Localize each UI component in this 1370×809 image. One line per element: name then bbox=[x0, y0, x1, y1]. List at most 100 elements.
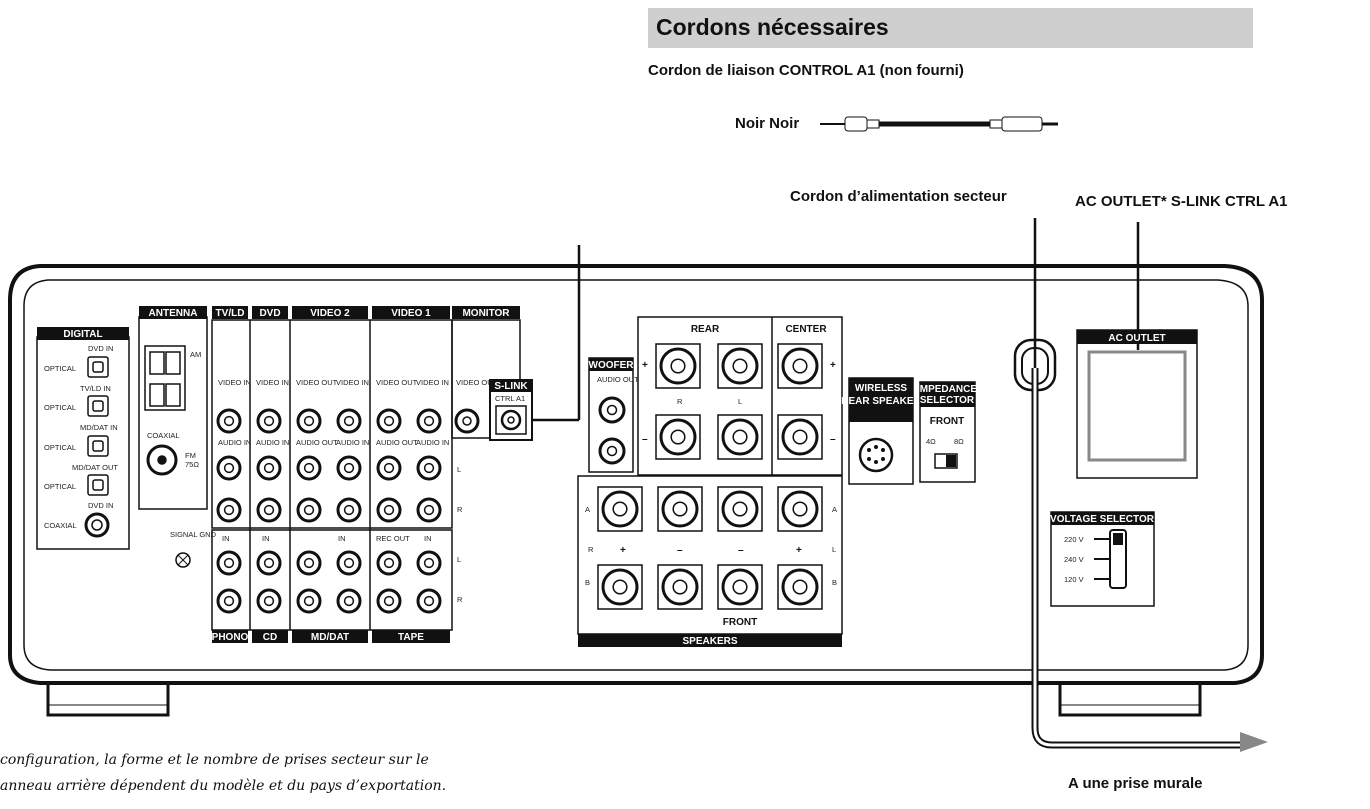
impedance-selector: IMPEDANCE SELECTOR FRONT 4Ω 8Ω bbox=[917, 381, 977, 483]
rca-jack bbox=[601, 490, 639, 528]
rca-jack bbox=[336, 455, 362, 481]
svg-text:VIDEO 2: VIDEO 2 bbox=[310, 308, 350, 319]
speaker-terminal bbox=[717, 343, 763, 389]
rca-jack bbox=[336, 550, 362, 576]
power-cord-label: Cordon d’alimentation secteur bbox=[790, 188, 1007, 205]
svg-text:WOOFER: WOOFER bbox=[589, 360, 635, 371]
svg-text:220 V: 220 V bbox=[1064, 535, 1084, 544]
s-link-label: S-LINK bbox=[494, 381, 528, 392]
svg-text:L: L bbox=[832, 545, 836, 554]
svg-text:COAXIAL: COAXIAL bbox=[147, 431, 180, 440]
rca-jack bbox=[336, 588, 362, 614]
rca-jack bbox=[781, 490, 819, 528]
svg-text:WIRELESS: WIRELESS bbox=[855, 383, 908, 394]
control-a1-cable bbox=[820, 116, 1058, 132]
rca-jack bbox=[256, 408, 282, 434]
svg-text:–: – bbox=[677, 545, 683, 556]
speaker-terminal bbox=[655, 343, 701, 389]
svg-text:8Ω: 8Ω bbox=[954, 437, 964, 446]
svg-text:AUDIO OUT: AUDIO OUT bbox=[376, 438, 418, 447]
svg-text:SIGNAL GND: SIGNAL GND bbox=[170, 530, 217, 539]
heading-text: Cordons nécessaires bbox=[656, 14, 889, 40]
rca-jack bbox=[336, 408, 362, 434]
svg-text:VIDEO IN: VIDEO IN bbox=[336, 378, 369, 387]
svg-text:AM: AM bbox=[190, 350, 201, 359]
speaker-terminal bbox=[597, 564, 643, 610]
svg-text:IMPEDANCE: IMPEDANCE bbox=[917, 384, 977, 395]
svg-text:REAR: REAR bbox=[691, 324, 720, 335]
svg-text:CD: CD bbox=[263, 632, 277, 643]
svg-text:COAXIAL: COAXIAL bbox=[44, 521, 77, 530]
speaker-terminal bbox=[655, 414, 701, 460]
svg-text:L: L bbox=[738, 397, 742, 406]
svg-text:FRONT: FRONT bbox=[930, 416, 964, 427]
svg-text:OPTICAL: OPTICAL bbox=[44, 443, 76, 452]
speaker-terminals: REAR CENTER R L + – + – FRONT SPEAKERS A… bbox=[577, 316, 843, 647]
rca-jack bbox=[661, 568, 699, 606]
svg-text:MD/DAT: MD/DAT bbox=[311, 632, 349, 643]
svg-text:MD/DAT IN: MD/DAT IN bbox=[80, 423, 118, 432]
svg-text:B: B bbox=[585, 578, 590, 587]
svg-text:120 V: 120 V bbox=[1064, 575, 1084, 584]
svg-text:VIDEO OUT: VIDEO OUT bbox=[376, 378, 418, 387]
rca-jack bbox=[376, 588, 402, 614]
speaker-terminal bbox=[777, 414, 823, 460]
svg-text:R: R bbox=[457, 505, 463, 514]
svg-text:–: – bbox=[642, 434, 648, 445]
svg-text:CTRL A1: CTRL A1 bbox=[495, 394, 525, 403]
wall-outlet-label: A une prise murale bbox=[1068, 775, 1203, 792]
svg-text:R: R bbox=[457, 595, 463, 604]
digital-header: DIGITAL bbox=[63, 329, 102, 340]
svg-text:VIDEO IN: VIDEO IN bbox=[218, 378, 251, 387]
svg-text:VIDEO 1: VIDEO 1 bbox=[391, 308, 431, 319]
rca-jack bbox=[296, 455, 322, 481]
antenna-header: ANTENNA bbox=[149, 308, 198, 319]
rca-jack bbox=[416, 550, 442, 576]
top-right-label: AC OUTLET* S-LINK CTRL A1 bbox=[1075, 193, 1288, 210]
svg-text:4Ω: 4Ω bbox=[926, 437, 936, 446]
svg-text:A: A bbox=[832, 505, 837, 514]
footnote-line-1: configuration, la forme et le nombre de … bbox=[0, 752, 429, 768]
rca-jack bbox=[659, 347, 697, 385]
svg-text:–: – bbox=[738, 545, 744, 556]
rca-jack bbox=[296, 497, 322, 523]
svg-text:VOLTAGE SELECTOR: VOLTAGE SELECTOR bbox=[1050, 514, 1155, 525]
rca-jack bbox=[416, 408, 442, 434]
svg-text:AUDIO IN: AUDIO IN bbox=[256, 438, 289, 447]
svg-text:SELECTOR: SELECTOR bbox=[920, 395, 975, 406]
cable-title: Cordon de liaison CONTROL A1 (non fourni… bbox=[648, 62, 964, 79]
rca-jack bbox=[336, 497, 362, 523]
svg-text:TV/LD IN: TV/LD IN bbox=[80, 384, 111, 393]
rca-jack bbox=[296, 588, 322, 614]
s-link-jack: S-LINK CTRL A1 bbox=[489, 379, 533, 441]
svg-text:+: + bbox=[620, 545, 626, 556]
antenna-section: ANTENNA AM COAXIAL FM 75Ω SIGNAL GND bbox=[138, 306, 217, 568]
rca-jack bbox=[781, 568, 819, 606]
svg-text:AUDIO IN: AUDIO IN bbox=[416, 438, 449, 447]
section-heading: Cordons nécessaires bbox=[648, 8, 1253, 48]
svg-text:240 V: 240 V bbox=[1064, 555, 1084, 564]
svg-text:CENTER: CENTER bbox=[785, 324, 827, 335]
rca-jack bbox=[216, 588, 242, 614]
svg-text:VIDEO IN: VIDEO IN bbox=[416, 378, 449, 387]
rca-jack bbox=[256, 550, 282, 576]
svg-text:OPTICAL: OPTICAL bbox=[44, 364, 76, 373]
svg-text:R: R bbox=[588, 545, 594, 554]
svg-text:–: – bbox=[830, 434, 836, 445]
svg-text:PHONO: PHONO bbox=[212, 632, 249, 643]
rca-jack bbox=[376, 497, 402, 523]
rca-jack bbox=[781, 347, 819, 385]
rca-jack bbox=[216, 550, 242, 576]
speaker-terminal bbox=[717, 486, 763, 532]
voltage-selector: VOLTAGE SELECTOR 220 V 240 V 120 V bbox=[1050, 511, 1155, 607]
rca-jack bbox=[376, 455, 402, 481]
woofer-section: WOOFER AUDIO OUT bbox=[588, 357, 639, 473]
speaker-terminal bbox=[657, 564, 703, 610]
power-cord bbox=[1013, 338, 1268, 752]
rca-jack bbox=[721, 568, 759, 606]
rca-jack bbox=[216, 455, 242, 481]
svg-text:AUDIO OUT: AUDIO OUT bbox=[597, 375, 639, 384]
svg-text:MONITOR: MONITOR bbox=[462, 308, 510, 319]
speaker-terminal bbox=[777, 343, 823, 389]
